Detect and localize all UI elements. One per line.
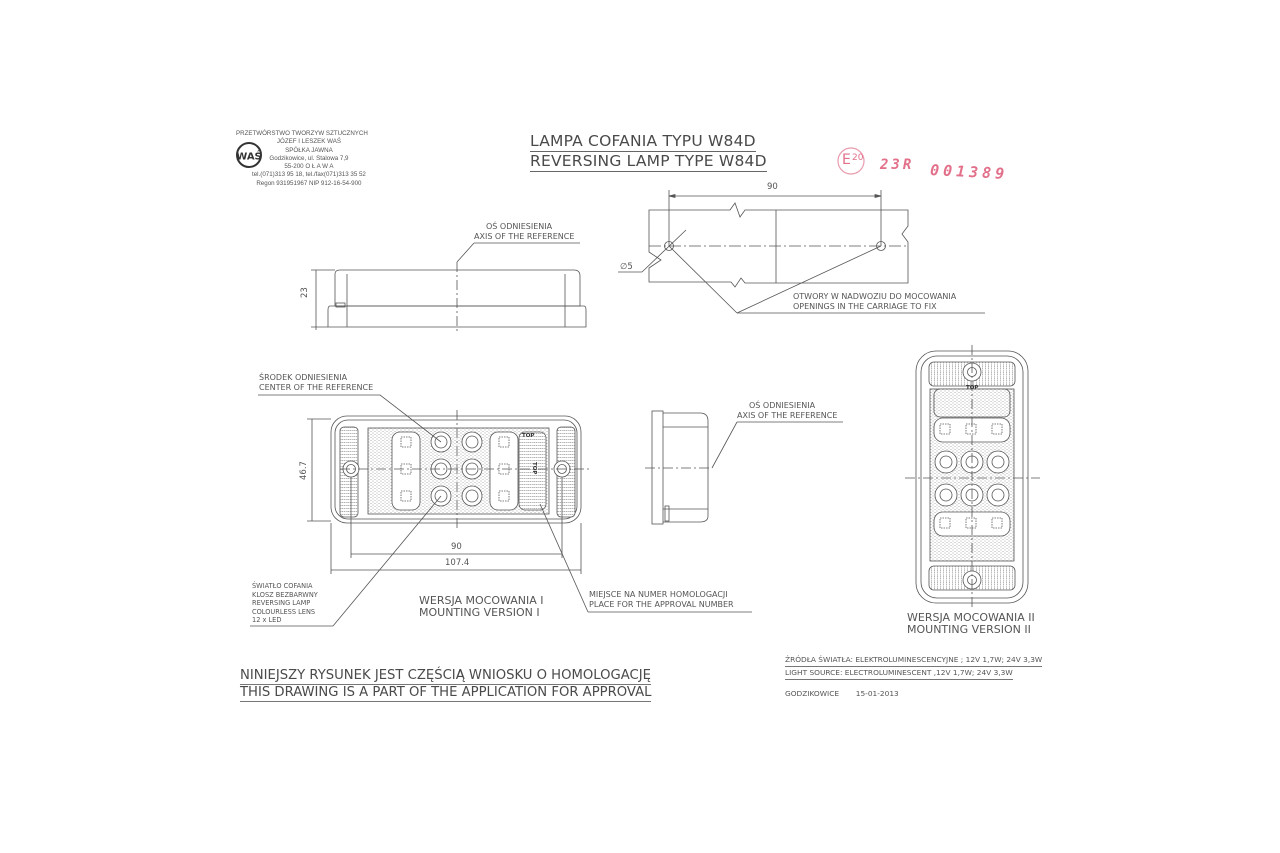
label-english: MOUNTING VERSION I — [419, 606, 540, 619]
company-line: JÓZEF I LESZEK WAŚ — [276, 138, 341, 146]
top-marker: TOP — [522, 433, 535, 439]
outer-width-dimension: 107.4 — [445, 558, 470, 568]
label-polish: OTWORY W NADWOZIU DO MOCOWANIA — [793, 292, 957, 301]
approval-mark-letter: E — [842, 152, 851, 168]
front-height-dimension: 46.7 — [299, 461, 309, 480]
company-info: PRZETWÓRSTWO TWORZYW SZTUCZNYCH JÓZEF I … — [236, 130, 368, 188]
company-line: SPÓŁKA JAWNA — [285, 146, 333, 154]
label-polish: MIEJSCE NA NUMER HOMOLOGACJI — [589, 590, 728, 599]
lens-line: KLOSZ BEZBARWNY — [252, 590, 318, 599]
svg-text:WAŚ: WAŚ — [236, 150, 262, 163]
place-date: GODZIKOWICE 15-01-2013 — [785, 690, 899, 698]
label-polish: ŚRODEK ODNIESIENIA — [259, 373, 348, 382]
mounting-openings-label: OTWORY W NADWOZIU DO MOCOWANIA OPENINGS … — [793, 292, 956, 312]
mounting-version-1-label: WERSJA MOCOWANIA I MOUNTING VERSION I — [419, 595, 544, 619]
center-reference-label: ŚRODEK ODNIESIENIA CENTER OF THE REFEREN… — [259, 373, 373, 393]
mounting-holes-view — [618, 190, 985, 314]
front-view-version-1 — [250, 394, 752, 627]
label-english: OPENINGS IN THE CARRIAGE TO FIX — [793, 302, 937, 311]
label-english: MOUNTING VERSION II — [907, 623, 1031, 636]
label-english: CENTER OF THE REFERENCE — [259, 383, 374, 392]
side-axis-reference-label: OŚ ODNIESIENIA AXIS OF THE REFERENCE — [474, 222, 574, 242]
company-line: Godzikowice, ul. Stalowa 7,9 — [269, 154, 349, 162]
hole-diameter-dimension: ∅5 — [620, 262, 633, 272]
company-line: PRZETWÓRSTWO TWORZYW SZTUCZNYCH — [236, 130, 368, 137]
front-view-version-2 — [905, 345, 1040, 610]
inner-width-dimension: 90 — [451, 542, 462, 552]
hole-spacing-dimension: 90 — [767, 182, 778, 192]
side-height-dimension: 23 — [300, 287, 310, 298]
mounting-version-2-label: WERSJA MOCOWANIA II MOUNTING VERSION II — [907, 612, 1035, 636]
footer-english: THIS DRAWING IS A PART OF THE APPLICATIO… — [240, 685, 652, 702]
company-line: Regon 931951967 NIP 912-16-54-900 — [256, 179, 362, 187]
light-source-polish: ŹRÓDŁA ŚWIATŁA: ELEKTROLUMINESCENCYJNE ;… — [785, 654, 1043, 667]
title-english: REVERSING LAMP TYPE W84D — [530, 152, 767, 172]
lens-line: ŚWIATŁO COFANIA — [252, 582, 313, 590]
label-english: AXIS OF THE REFERENCE — [474, 232, 575, 241]
label-polish: OŚ ODNIESIENIA — [749, 401, 816, 410]
drawing-title: LAMPA COFANIA TYPU W84D REVERSING LAMP T… — [530, 132, 767, 172]
date: 15-01-2013 — [855, 689, 899, 698]
lens-description-label: ŚWIATŁO COFANIA KLOSZ BEZBARWNY REVERSIN… — [252, 582, 318, 625]
approval-number-place-label: MIEJSCE NA NUMER HOMOLOGACJI PLACE FOR T… — [589, 590, 734, 610]
profile-view — [645, 410, 843, 525]
approval-e-mark-icon — [837, 147, 865, 175]
light-source-english: LIGHT SOURCE: ELECTROLUMINESCENT ,12V 1,… — [785, 667, 1013, 680]
company-line: 55-200 O Ł A W A — [284, 163, 334, 171]
light-source-spec: ŹRÓDŁA ŚWIATŁA: ELEKTROLUMINESCENCYJNE ;… — [785, 654, 1043, 680]
label-polish: WERSJA MOCOWANIA II — [907, 611, 1035, 624]
profile-axis-reference-label: OŚ ODNIESIENIA AXIS OF THE REFERENCE — [737, 401, 837, 421]
label-polish: OŚ ODNIESIENIA — [486, 222, 553, 231]
lens-line: COLOURLESS LENS — [252, 607, 316, 616]
title-polish: LAMPA COFANIA TYPU W84D — [530, 132, 756, 152]
approval-code: 23R — [880, 157, 915, 173]
lens-line: 12 x LED — [252, 616, 282, 624]
top-marker-rotated: TOP — [531, 462, 537, 475]
label-english: AXIS OF THE REFERENCE — [737, 411, 838, 420]
company-logo-icon: WAŚ — [236, 142, 262, 168]
label-english: PLACE FOR THE APPROVAL NUMBER — [589, 600, 734, 609]
label-polish: WERSJA MOCOWANIA I — [419, 594, 544, 607]
lens-line: REVERSING LAMP — [252, 599, 311, 607]
company-line: tel.(071)313 95 18, tel./fax(071)313 35 … — [252, 171, 366, 179]
place: GODZIKOWICE — [785, 689, 840, 698]
approval-mark-number: 20 — [852, 153, 864, 163]
top-marker-version-2: TOP — [966, 385, 979, 391]
footer-polish: NINIEJSZY RYSUNEK JEST CZĘŚCIĄ WNIOSKU O… — [240, 668, 651, 685]
side-view — [311, 242, 587, 334]
footer-statement: NINIEJSZY RYSUNEK JEST CZĘŚCIĄ WNIOSKU O… — [240, 668, 652, 702]
